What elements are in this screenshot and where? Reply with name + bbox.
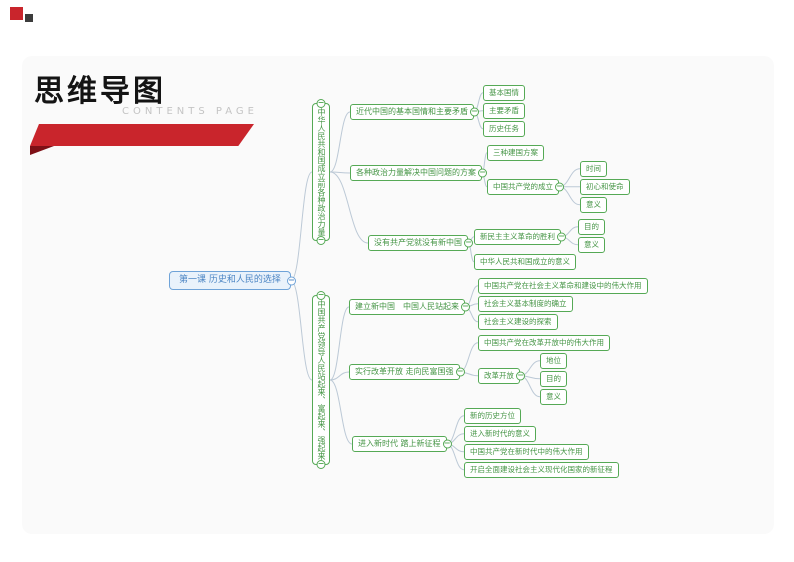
node-label: 意义 [584, 240, 599, 249]
node-label: 第一课 历史和人民的选择 [179, 275, 281, 285]
collapse-icon[interactable]: − [478, 167, 487, 178]
corner-accent-red-square [10, 7, 23, 20]
collapse-icon[interactable]: − [316, 290, 326, 300]
mindmap-node[interactable]: 社会主义基本制度的确立 [478, 296, 573, 312]
mindmap-node[interactable]: 进入新时代 踏上新征程 − [352, 436, 452, 452]
node-label: 主要矛盾 [489, 106, 519, 115]
collapse-icon[interactable]: − [286, 275, 296, 285]
node-label: 中国共产党在社会主义革命和建设中的伟大作用 [484, 281, 642, 290]
mindmap-node[interactable]: 时间 [580, 161, 607, 177]
page-title: 思维导图 [34, 74, 166, 109]
node-label: 初心和使命 [586, 182, 624, 191]
node-label: 地位 [546, 356, 561, 365]
node-label: 各种政治力量解决中国问题的方案 [356, 168, 476, 177]
corner-accent-dark-square [25, 14, 33, 22]
collapse-icon[interactable]: − [442, 438, 452, 449]
mindmap-node[interactable]: 中国共产党在新时代中的伟大作用 [464, 444, 589, 460]
node-label: 实行改革开放 走向民富国强 [355, 367, 454, 376]
node-label: 意义 [546, 392, 561, 401]
collapse-icon[interactable]: − [516, 370, 525, 381]
node-label: 中华人民共和国成立的意义 [480, 257, 570, 266]
mindmap-node[interactable]: 中国共产党的成立 − [487, 179, 564, 195]
node-label: 中国共产党的成立 [493, 182, 553, 191]
mindmap-node[interactable]: 各种政治力量解决中国问题的方案 − [350, 165, 487, 181]
mindmap-node[interactable]: 历史任务 [483, 121, 525, 137]
mindmap-node[interactable]: 意义 [578, 237, 605, 253]
node-label: 基本国情 [489, 88, 519, 97]
node-label: 新的历史方位 [470, 411, 515, 420]
node-label: 社会主义基本制度的确立 [484, 299, 567, 308]
node-label: 三种建国方案 [493, 148, 538, 157]
mindmap-node[interactable]: 开启全面建设社会主义现代化国家的新征程 [464, 462, 619, 478]
collapse-icon[interactable]: − [555, 181, 564, 192]
node-label: 目的 [584, 222, 599, 231]
mindmap-node[interactable]: 中华人民共和国成立的意义 [474, 254, 576, 270]
node-label: 进入新时代的意义 [470, 429, 530, 438]
mindmap-node[interactable]: 目的 [578, 219, 605, 235]
node-label: 改革开放 [484, 371, 514, 380]
node-label: 近代中国的基本国情和主要矛盾 [356, 107, 468, 116]
mindmap-node[interactable]: 中国共产党在社会主义革命和建设中的伟大作用 [478, 278, 648, 294]
mindmap-node[interactable]: 意义 [540, 389, 567, 405]
collapse-icon[interactable]: − [316, 235, 326, 245]
mindmap-node[interactable]: 新的历史方位 [464, 408, 521, 424]
mindmap-node[interactable]: 实行改革开放 走向民富国强 − [349, 364, 465, 380]
mindmap-node[interactable]: 意义 [580, 197, 607, 213]
mindmap-root-node[interactable]: 第一课 历史和人民的选择 − [169, 271, 296, 290]
red-ribbon [30, 124, 254, 146]
mindmap-node[interactable]: 社会主义建设的探索 [478, 314, 558, 330]
mindmap-node[interactable]: 地位 [540, 353, 567, 369]
mindmap-branch-node[interactable]: 中华人民共和国成立前各种政治力量 − − [312, 99, 330, 245]
node-label: 社会主义建设的探索 [484, 317, 552, 326]
node-label: 中华人民共和国成立前各种政治力量 [317, 108, 326, 236]
collapse-icon[interactable]: − [316, 459, 326, 469]
node-label: 中国共产党领导人民站起来、富起来、强起来 [317, 300, 326, 460]
mindmap-branch-node[interactable]: 中国共产党领导人民站起来、富起来、强起来 − − [312, 291, 330, 469]
node-label: 目的 [546, 374, 561, 383]
mindmap-node[interactable]: 中国共产党在改革开放中的伟大作用 [478, 335, 610, 351]
collapse-icon[interactable]: − [455, 366, 465, 377]
mindmap-node[interactable]: 近代中国的基本国情和主要矛盾 − [350, 104, 479, 120]
node-label: 中国共产党在新时代中的伟大作用 [470, 447, 583, 456]
node-label: 没有共产党就没有新中国 [374, 238, 462, 247]
collapse-icon[interactable]: − [461, 301, 470, 312]
collapse-icon[interactable]: − [316, 98, 326, 108]
mindmap-node[interactable]: 目的 [540, 371, 567, 387]
node-label: 意义 [586, 200, 601, 209]
node-label: 历史任务 [489, 124, 519, 133]
collapse-icon[interactable]: − [557, 231, 566, 242]
node-label: 中国共产党在改革开放中的伟大作用 [484, 338, 604, 347]
mindmap-node[interactable]: 三种建国方案 [487, 145, 544, 161]
collapse-icon[interactable]: − [464, 237, 473, 248]
mindmap-node[interactable]: 初心和使命 [580, 179, 630, 195]
node-label: 新民主主义革命的胜利 [480, 232, 555, 241]
mindmap-node[interactable]: 改革开放 − [478, 368, 525, 384]
node-label: 开启全面建设社会主义现代化国家的新征程 [470, 465, 613, 474]
node-label: 建立新中国 中国人民站起来 [355, 302, 459, 311]
mindmap-node[interactable]: 进入新时代的意义 [464, 426, 536, 442]
collapse-icon[interactable]: − [470, 106, 479, 117]
mindmap-node[interactable]: 基本国情 [483, 85, 525, 101]
node-label: 进入新时代 踏上新征程 [358, 439, 441, 448]
page-subtitle: CONTENTS PAGE [122, 106, 258, 117]
mindmap-node[interactable]: 主要矛盾 [483, 103, 525, 119]
mindmap-node[interactable]: 建立新中国 中国人民站起来 − [349, 299, 470, 315]
red-ribbon-fold [30, 146, 54, 155]
mindmap-node[interactable]: 没有共产党就没有新中国 − [368, 235, 473, 251]
mindmap-node[interactable]: 新民主主义革命的胜利 − [474, 229, 566, 245]
node-label: 时间 [586, 164, 601, 173]
